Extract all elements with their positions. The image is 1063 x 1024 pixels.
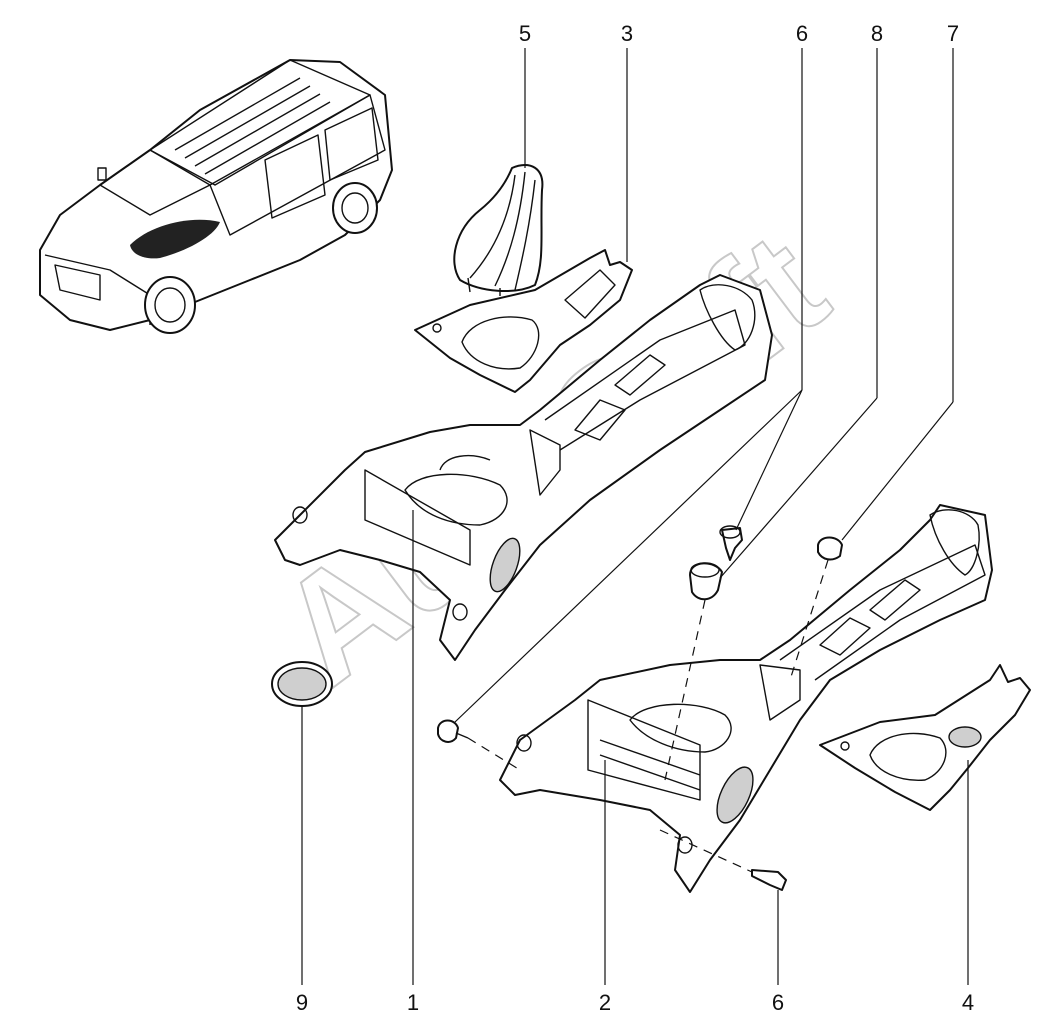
callout-4: 4 xyxy=(962,990,974,1015)
gear-trim-surround-lower xyxy=(819,664,1031,811)
plug-cap-9 xyxy=(271,661,333,707)
callout-9: 9 xyxy=(296,990,308,1015)
callout-1: 1 xyxy=(407,990,419,1015)
callout-5: 5 xyxy=(519,21,531,46)
fastener-screw-bottom xyxy=(751,869,787,891)
callout-6-top: 6 xyxy=(796,21,808,46)
callout-2: 2 xyxy=(599,990,611,1015)
vehicle-locator-illustration xyxy=(39,59,393,334)
gear-trim-surround-upper xyxy=(414,249,633,393)
callout-7: 7 xyxy=(947,21,959,46)
fastener-screw-upper xyxy=(719,525,743,561)
fastener-clip-8 xyxy=(689,562,723,601)
callout-3: 3 xyxy=(621,21,633,46)
fastener-screw-left xyxy=(437,719,469,743)
center-console-lower xyxy=(499,504,993,893)
callout-8: 8 xyxy=(871,21,883,46)
gear-lever-boot xyxy=(453,163,544,296)
callout-6-bottom: 6 xyxy=(772,990,784,1015)
fastener-clip-7 xyxy=(817,536,843,561)
leader-lines xyxy=(301,48,969,985)
